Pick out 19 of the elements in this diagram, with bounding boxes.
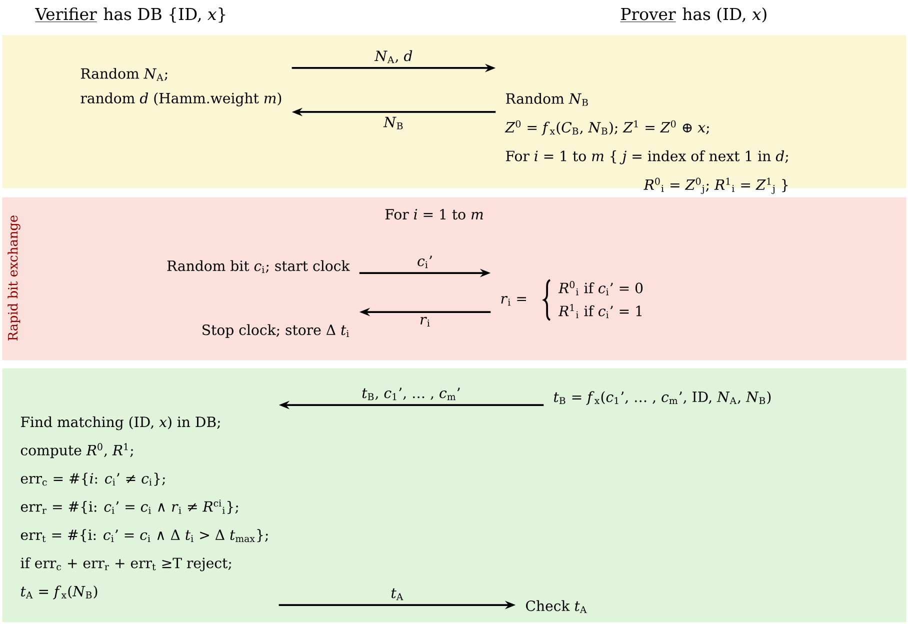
edge-label: N$_{B}$	[383, 116, 403, 130]
step-text: Random N$_{A}$; random d (Hamm.weight m)	[80, 68, 282, 106]
edge-label: r$_{i}$	[420, 316, 430, 327]
party-heading: has (ID, x)	[682, 8, 766, 23]
party-heading: has DB {ID, x}	[104, 8, 226, 23]
step-text: Check t$_{A}$	[526, 600, 587, 614]
edge-label: t$_{A}$	[392, 588, 404, 600]
step-text: t$_{B}$ = f$_{x}$(c$_{1}$’, … , c$_{m}$’, ID, N$_{A}$, N$_{B}$)	[554, 391, 771, 405]
step-text: r$_{i}$ = R$^{0}$$_{i}$ if c$_{i}$’ = 0 R$^{1}$$_{i}$ if c$_{i}$’ = 1	[501, 281, 643, 318]
step-text: Stop clock; store Δ t$_{i}$	[202, 324, 349, 338]
step-text: Random bit c$_{i}$; start clock	[167, 260, 350, 274]
section-label: Rapid bit exchange	[8, 216, 20, 340]
edge-label: N$_{A}$, d	[374, 50, 412, 64]
section-band	[2, 368, 906, 622]
party-heading: Verifier	[35, 8, 98, 22]
party-heading: Prover	[620, 8, 676, 22]
step-text: Find matching (ID, x) in DB; compute R$^{0}$, R$^{1}$; err$_{c}$ = #{i: c$_{i}$’ ≠ c$_{i}$}; err$_{r}$ = #{i: c$_{i}$’ = c$_{i}$ ∧ r$_{i}$ ≠ R$^{ci}$$_{i}$}; err$_{t}$ = #{i: c$_{i}$’ = c$_{i}$ ∧ Δ t$_{i}$ > Δ t$_{max}$}; if err$_{c}$ + err$_{r}$ + err$_{t}$ ≥T reject; t$_{A}$ = f$_{x}$(N$_{B}$)	[20, 416, 268, 600]
edge-label: c$_{i}$’	[418, 256, 432, 268]
edge-label: t$_{B}$, c$_{1}$’, … , c$_{m}$’	[362, 388, 460, 400]
